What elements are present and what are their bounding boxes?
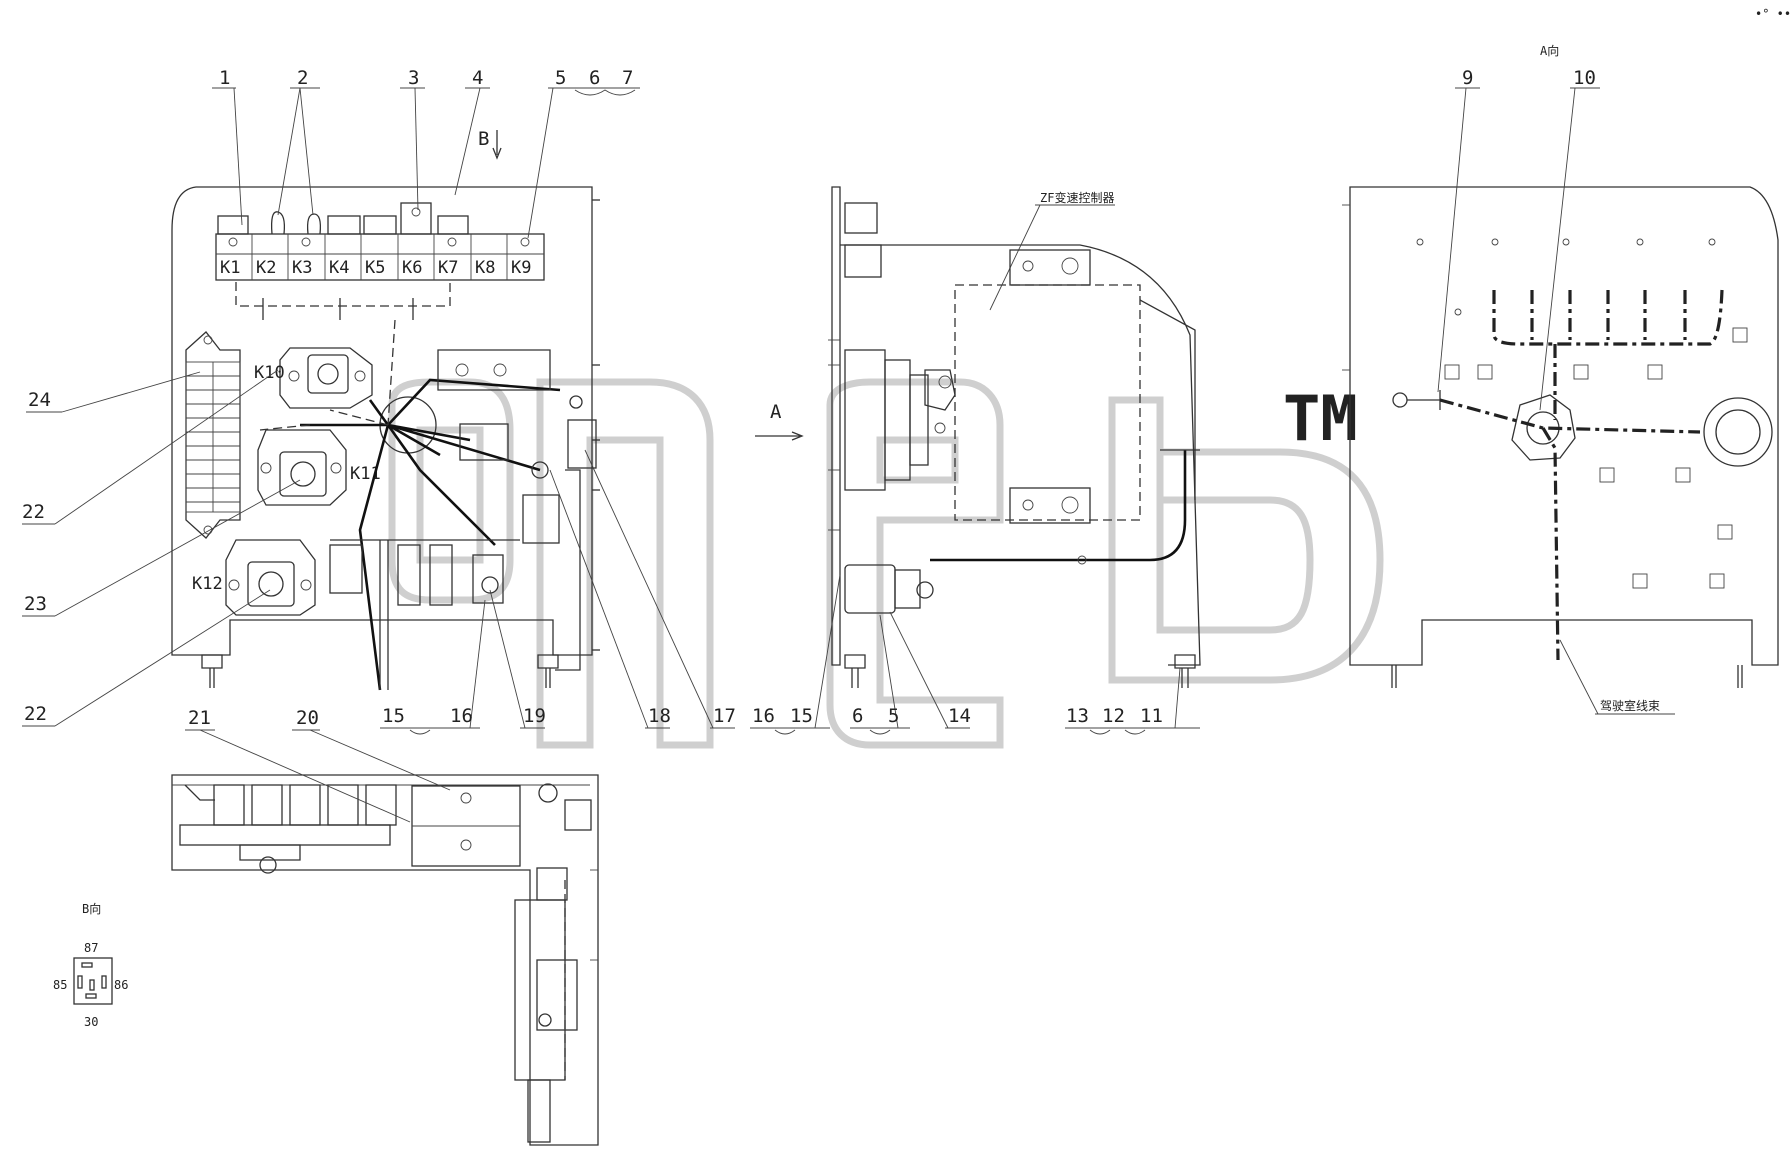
callout-23: 23 xyxy=(24,593,47,615)
relay-k12-label: K12 xyxy=(192,574,223,594)
relay-row: K1 K2 K3 K4 K5 K6 K7 K8 K9 xyxy=(215,202,545,320)
zf-controller-note: ZF变速控制器 xyxy=(1040,190,1114,205)
callout-6: 6 xyxy=(589,67,600,89)
pin-85: 85 xyxy=(53,978,67,992)
callout-10: 10 xyxy=(1573,67,1596,89)
callout-21: 21 xyxy=(188,707,211,729)
watermark: TM xyxy=(388,378,1384,749)
callout-16-side: 16 xyxy=(752,705,775,727)
callout-9: 9 xyxy=(1462,67,1473,89)
callout-15-side: 15 xyxy=(790,705,813,727)
pin-87: 87 xyxy=(84,941,98,955)
callout-15: 15 xyxy=(382,705,405,727)
callout-2: 2 xyxy=(297,67,308,89)
callout-12: 12 xyxy=(1102,705,1125,727)
callout-14: 14 xyxy=(948,705,971,727)
relay-k10: K10 xyxy=(254,347,373,409)
callout-18: 18 xyxy=(648,705,671,727)
relay-k10-label: K10 xyxy=(254,363,285,383)
bottom-section-view: 21 20 xyxy=(171,707,599,1146)
callout-1: 1 xyxy=(219,67,230,89)
relay-k5-label: K5 xyxy=(365,258,385,278)
relay-k7-label: K7 xyxy=(438,258,458,278)
cab-harness-note: 驾驶室线束 xyxy=(1600,698,1660,713)
callout-22-upper: 22 xyxy=(22,501,45,523)
corner-mark: •° •• xyxy=(1755,7,1790,21)
callout-6-side: 6 xyxy=(852,705,863,727)
relay-k8-label: K8 xyxy=(475,258,495,278)
relay-k6-label: K6 xyxy=(402,258,422,278)
fuse-box xyxy=(185,331,241,539)
pin-30: 30 xyxy=(84,1015,98,1029)
relay-k3-label: K3 xyxy=(292,258,312,278)
callout-3: 3 xyxy=(408,67,419,89)
relay-k1-label: K1 xyxy=(220,258,240,278)
front-panel-view: K1 K2 K3 K4 K5 K6 K7 K8 K9 xyxy=(171,186,600,691)
relay-k4-label: K4 xyxy=(329,258,349,278)
callout-17: 17 xyxy=(713,705,736,727)
callout-16: 16 xyxy=(450,705,473,727)
callout-19: 19 xyxy=(523,705,546,727)
callout-4: 4 xyxy=(472,67,483,89)
callout-7: 7 xyxy=(622,67,633,89)
pin-86: 86 xyxy=(114,978,128,992)
view-b-title: B向 xyxy=(82,901,101,916)
relay-k12: K12 xyxy=(192,539,316,616)
view-a-arrow-label: A xyxy=(770,401,782,423)
callouts-view1: 1 2 3 4 5 6 7 B 24 22 23 22 15 xyxy=(22,67,736,735)
view-b-arrow-label: B xyxy=(478,128,489,150)
relay-k9-label: K9 xyxy=(511,258,531,278)
wiring-harness-front xyxy=(259,319,597,691)
view-a-title: A向 xyxy=(1540,43,1559,58)
view-a-direction: A向 xyxy=(1342,43,1779,715)
callout-22-lower: 22 xyxy=(24,703,47,725)
callout-5: 5 xyxy=(555,67,566,89)
side-panel-view: ZF变速控制器 A xyxy=(755,186,1201,688)
callouts-view2: 16 15 6 5 14 13 12 11 xyxy=(750,574,1200,735)
relay-k11: K11 xyxy=(257,429,381,506)
relay-k2-label: K2 xyxy=(256,258,276,278)
watermark-tm: TM xyxy=(1283,382,1358,455)
callout-13: 13 xyxy=(1066,705,1089,727)
callout-24: 24 xyxy=(28,389,51,411)
b-view-relay-pinout: B向 87 85 86 30 xyxy=(53,901,128,1029)
callout-5-side: 5 xyxy=(888,705,899,727)
callout-20: 20 xyxy=(296,707,319,729)
callout-11: 11 xyxy=(1140,705,1163,727)
